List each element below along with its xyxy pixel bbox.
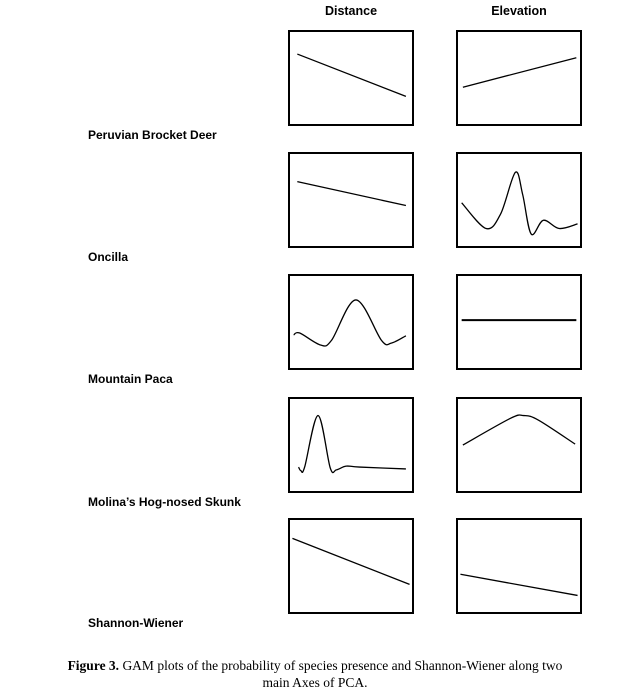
panel-distance-row-4 bbox=[288, 397, 414, 493]
gam-curve-elevation bbox=[462, 414, 576, 446]
panel-distance-row-1 bbox=[288, 30, 414, 126]
gam-curve-distance bbox=[293, 299, 407, 347]
panel-frame bbox=[288, 274, 414, 370]
panel-frame bbox=[456, 152, 582, 248]
caption-label: Figure 3. bbox=[67, 658, 120, 673]
gam-curve-elevation bbox=[460, 573, 578, 597]
panel-frame bbox=[456, 274, 582, 370]
row-label: Oncilla bbox=[88, 250, 129, 264]
gam-curve-distance bbox=[297, 414, 406, 474]
row-label: Shannon-Wiener bbox=[88, 616, 184, 630]
panel-frame bbox=[288, 30, 414, 126]
panel-frame bbox=[288, 152, 414, 248]
panel-elevation-row-4 bbox=[456, 397, 582, 493]
row-label: Molina’s Hog-nosed Skunk bbox=[88, 495, 241, 509]
gam-curve-distance bbox=[297, 180, 407, 207]
gam-curve-distance bbox=[292, 537, 410, 586]
panel-elevation-row-1 bbox=[456, 30, 582, 126]
panel-distance-row-2 bbox=[288, 152, 414, 248]
figure-caption: Figure 3. GAM plots of the probability o… bbox=[0, 657, 630, 691]
panel-frame bbox=[456, 518, 582, 614]
row-label: Mountain Paca bbox=[88, 372, 173, 386]
panel-distance-row-3 bbox=[288, 274, 414, 370]
gam-curve-elevation bbox=[462, 57, 577, 88]
panel-elevation-row-5 bbox=[456, 518, 582, 614]
panel-elevation-row-3 bbox=[456, 274, 582, 370]
panel-frame bbox=[288, 518, 414, 614]
row-label: Peruvian Brocket Deer bbox=[88, 128, 217, 142]
column-header-distance: Distance bbox=[324, 4, 378, 18]
panel-frame bbox=[456, 397, 582, 493]
panel-elevation-row-2 bbox=[456, 152, 582, 248]
panel-frame bbox=[456, 30, 582, 126]
gam-curve-distance bbox=[297, 53, 407, 98]
caption-text-line2: main Axes of PCA. bbox=[262, 675, 368, 690]
column-header-elevation: Elevation bbox=[491, 4, 547, 18]
panel-distance-row-5 bbox=[288, 518, 414, 614]
caption-text: GAM plots of the probability of species … bbox=[119, 658, 563, 673]
panel-frame bbox=[288, 397, 414, 493]
gam-curve-elevation bbox=[461, 171, 578, 236]
